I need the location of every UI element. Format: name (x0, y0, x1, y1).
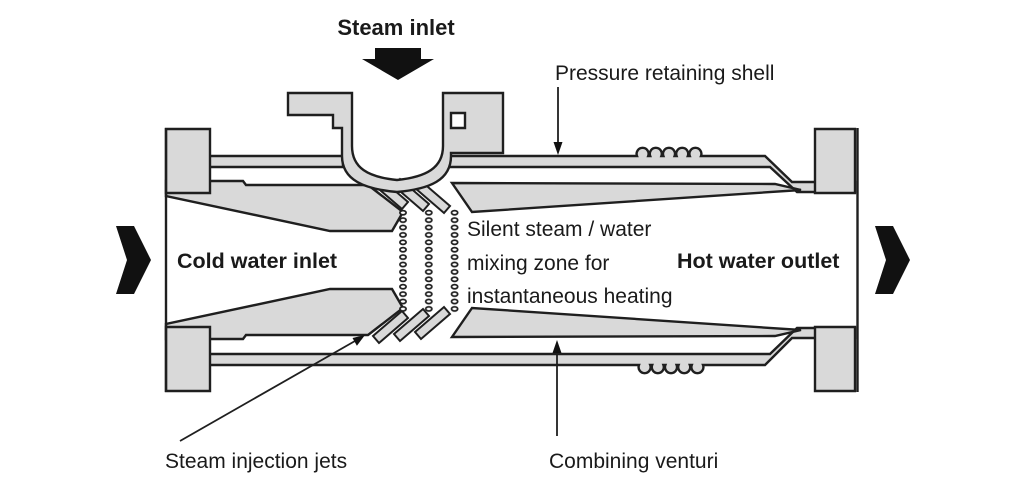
hot-water-outlet-label: Hot water outlet (677, 249, 839, 273)
jet-slat-bottom-1 (371, 309, 410, 345)
end-flanges (164, 127, 859, 393)
flow-arrows (116, 48, 910, 294)
cold-water-flow-arrow-icon (116, 226, 151, 294)
flange-left-top (164, 127, 212, 195)
pressure-retaining-shell (206, 146, 857, 375)
combining-venturi-arrowhead-icon (552, 340, 562, 353)
shell-bottom-band (206, 326, 857, 375)
mixing-zone-label-line2: mixing zone for (467, 252, 609, 275)
steam-inlet-assembly (286, 91, 505, 194)
mixing-zone-label-line3: instantaneous heating (467, 285, 673, 308)
injection-jets-leader-line (179, 340, 356, 442)
shell-top-band-right (447, 146, 857, 194)
cold-water-inlet-label: Cold water inlet (177, 249, 337, 273)
jet-slat-bottom-2 (392, 307, 431, 343)
flange-left-bottom (164, 325, 212, 393)
steam-injection-jets-label: Steam injection jets (165, 450, 347, 473)
pressure-shell-arrowhead-icon (553, 142, 563, 155)
steam-injection-jets (371, 175, 452, 345)
annotations (179, 87, 563, 442)
venturi-wall-top (449, 181, 802, 214)
venturi-wall-bottom (449, 306, 802, 339)
steam-inlet-flow-arrow-icon (362, 48, 434, 80)
combining-venturi-label: Combining venturi (549, 450, 718, 473)
flange-right-top (813, 127, 857, 195)
mixing-zone-bubbles (399, 209, 461, 313)
flange-right-bottom (813, 325, 857, 393)
shell-top-band-left (206, 154, 345, 169)
injection-jets-arrowhead-icon (352, 335, 365, 346)
combining-venturi (449, 181, 802, 339)
labels: Steam inlet Pressure retaining shell Col… (165, 15, 839, 473)
pressure-retaining-shell-label: Pressure retaining shell (555, 62, 774, 85)
jet-slat-bottom-3 (413, 305, 452, 341)
steam-inlet-label: Steam inlet (337, 15, 455, 40)
hot-water-flow-arrow-icon (875, 226, 910, 294)
mixing-zone-label-line1: Silent steam / water (467, 218, 651, 241)
